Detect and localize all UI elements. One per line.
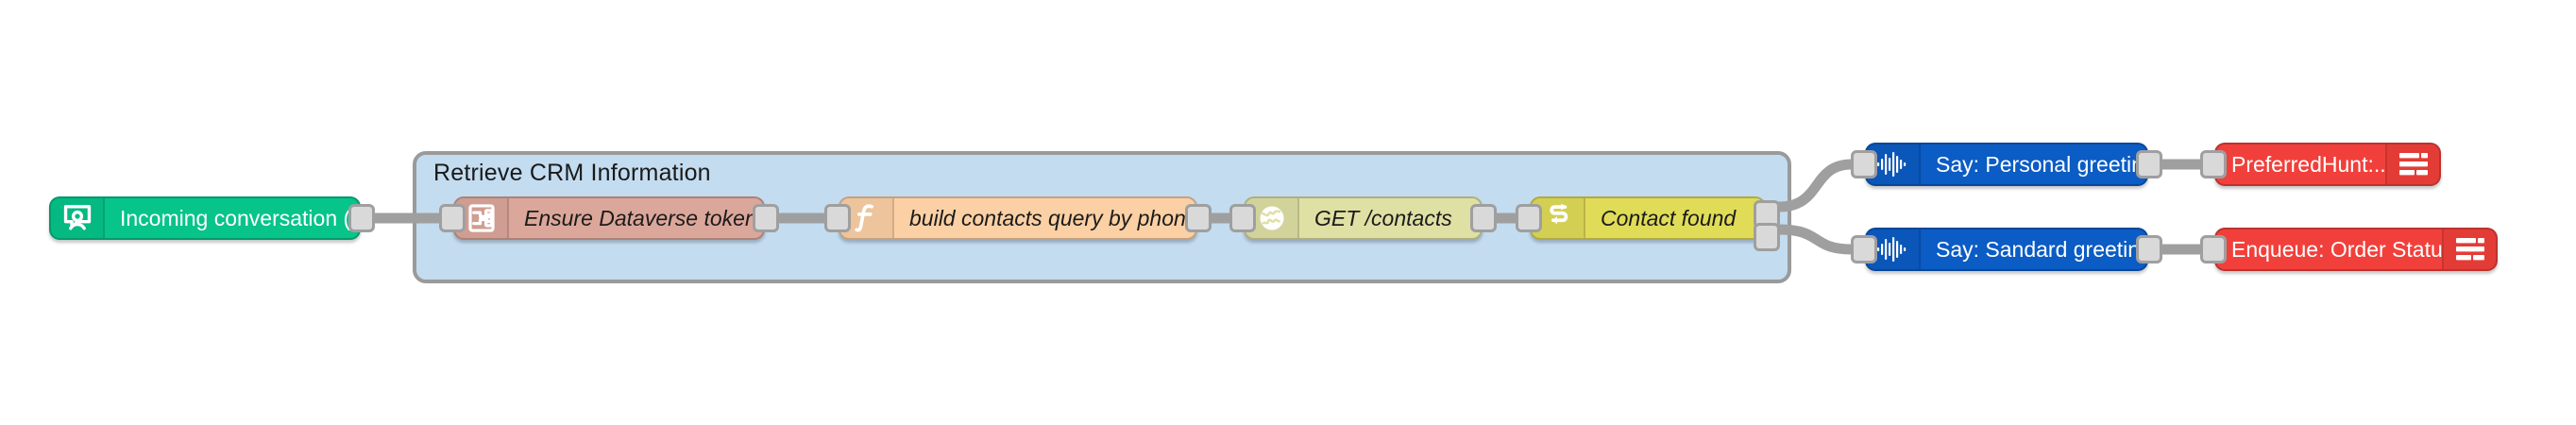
flow-node-label-build-contacts-query-by-phone: build contacts query by phone: [909, 205, 1195, 230]
input-port-say-personal-greeting[interactable]: [1851, 150, 1877, 178]
flow-node-build-contacts-query-by-phone[interactable]: build contacts query by phone: [839, 196, 1197, 240]
flow-node-enqueue-order-status[interactable]: Enqueue: Order Status: [2214, 228, 2498, 271]
input-port-preferred-hunt[interactable]: [2200, 150, 2227, 178]
input-port-build-contacts-query-by-phone[interactable]: [824, 204, 851, 232]
flow-node-label-contact-found: Contact found: [1601, 205, 1737, 230]
input-port-enqueue-order-status[interactable]: [2200, 235, 2227, 264]
queue-list-icon: [2385, 144, 2439, 184]
output-port-say-personal-greeting[interactable]: [2136, 150, 2162, 178]
flow-node-label-enqueue-order-status: Enqueue: Order Status: [2231, 236, 2442, 262]
flow-node-label-preferred-hunt: PreferredHunt:...: [2231, 151, 2385, 177]
flow-node-label-incoming-conversation: Incoming conversation (all): [120, 205, 359, 230]
flow-node-label-get-contacts: GET /contacts: [1314, 205, 1452, 230]
input-port-say-sandard-greeting[interactable]: [1851, 235, 1877, 264]
output-port-incoming-conversation[interactable]: [348, 204, 375, 232]
conversation-bubble-icon: [51, 198, 105, 238]
flow-node-say-personal-greeting[interactable]: Say: Personal greeting: [1865, 143, 2148, 186]
flow-node-incoming-conversation[interactable]: Incoming conversation (all): [49, 196, 361, 240]
flow-node-ensure-dataverse-token[interactable]: Ensure Dataverse token: [453, 196, 765, 240]
node-group-label: Retrieve CRM Information: [433, 160, 711, 186]
flow-node-label-say-personal-greeting: Say: Personal greeting: [1936, 151, 2146, 177]
flow-node-label-ensure-dataverse-token: Ensure Dataverse token: [524, 205, 757, 230]
output-port-get-contacts[interactable]: [1470, 204, 1497, 232]
input-port-contact-found[interactable]: [1516, 204, 1542, 232]
input-port-get-contacts[interactable]: [1229, 204, 1256, 232]
flow-node-say-sandard-greeting[interactable]: Say: Sandard greeting: [1865, 228, 2148, 271]
flow-node-contact-found[interactable]: Contact found: [1530, 196, 1766, 240]
output-port-say-sandard-greeting[interactable]: [2136, 235, 2162, 264]
output-port-build-contacts-query-by-phone[interactable]: [1185, 204, 1212, 232]
output-port-ensure-dataverse-token[interactable]: [753, 204, 779, 232]
output-port-contact-found-2[interactable]: [1754, 223, 1780, 251]
flow-node-get-contacts[interactable]: GET /contacts: [1244, 196, 1483, 240]
queue-list-icon: [2442, 230, 2496, 269]
input-port-ensure-dataverse-token[interactable]: [439, 204, 466, 232]
flow-node-label-say-sandard-greeting: Say: Sandard greeting: [1936, 236, 2146, 262]
flow-node-preferred-hunt[interactable]: PreferredHunt:...: [2214, 143, 2441, 186]
